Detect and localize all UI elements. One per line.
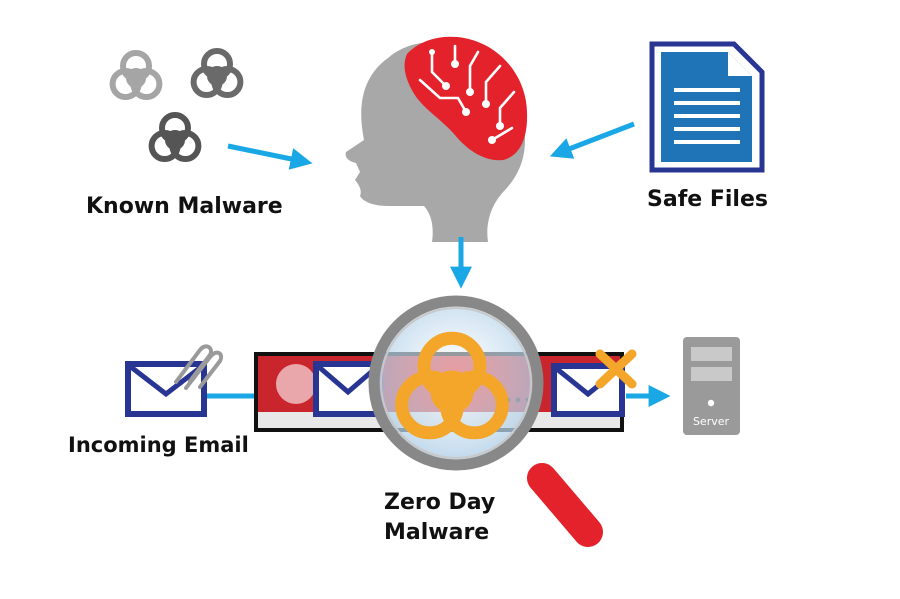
arrow-known-to-brain	[227, 143, 313, 170]
safe-files-document-icon	[649, 41, 765, 173]
paperclip-icon	[174, 344, 223, 390]
known-malware-icon-2	[194, 51, 241, 95]
safe-files-label: Safe Files	[647, 187, 768, 212]
known-malware-label: Known Malware	[86, 194, 283, 219]
known-malware-icon-3	[152, 115, 199, 159]
brain-circuit-icon	[404, 36, 528, 161]
zero-day-label-line2: Malware	[384, 520, 490, 545]
server-caption: Server	[693, 415, 730, 428]
incoming-email-envelope-icon	[125, 361, 207, 417]
incoming-email-label: Incoming Email	[68, 433, 249, 457]
known-malware-icon-1	[113, 53, 160, 97]
server-icon	[683, 337, 740, 435]
zero-day-label-line1: Zero Day	[384, 490, 496, 515]
zero-day-malware-label: Zero Day Malware	[384, 488, 495, 548]
x-mark-icon	[595, 349, 637, 389]
arrow-safe-to-brain	[549, 121, 635, 159]
